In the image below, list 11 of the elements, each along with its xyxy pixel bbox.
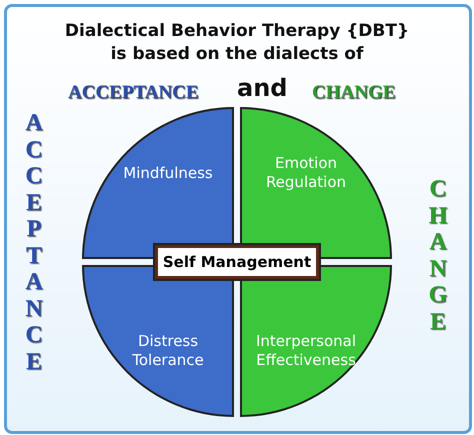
title: Dialectical Behavior Therapy {DBT} is based on the dialects of bbox=[64, 20, 410, 66]
quadrant-label: Distress Tolerance bbox=[131, 332, 205, 370]
heading-word: ACCEPTANCE bbox=[68, 82, 199, 104]
quadrant-label: Interpersonal Effectiveness bbox=[255, 332, 357, 370]
vertical-word: CHANGE bbox=[428, 176, 448, 335]
quadrant-label: Mindfulness bbox=[122, 164, 214, 182]
quadrant-label: Emotion Regulation bbox=[264, 154, 348, 192]
heading-word: and bbox=[237, 74, 288, 102]
center-label-box: Self Management bbox=[155, 245, 319, 279]
heading-word: CHANGE bbox=[312, 82, 396, 104]
vertical-word: ACCEPTANCE bbox=[24, 110, 44, 375]
